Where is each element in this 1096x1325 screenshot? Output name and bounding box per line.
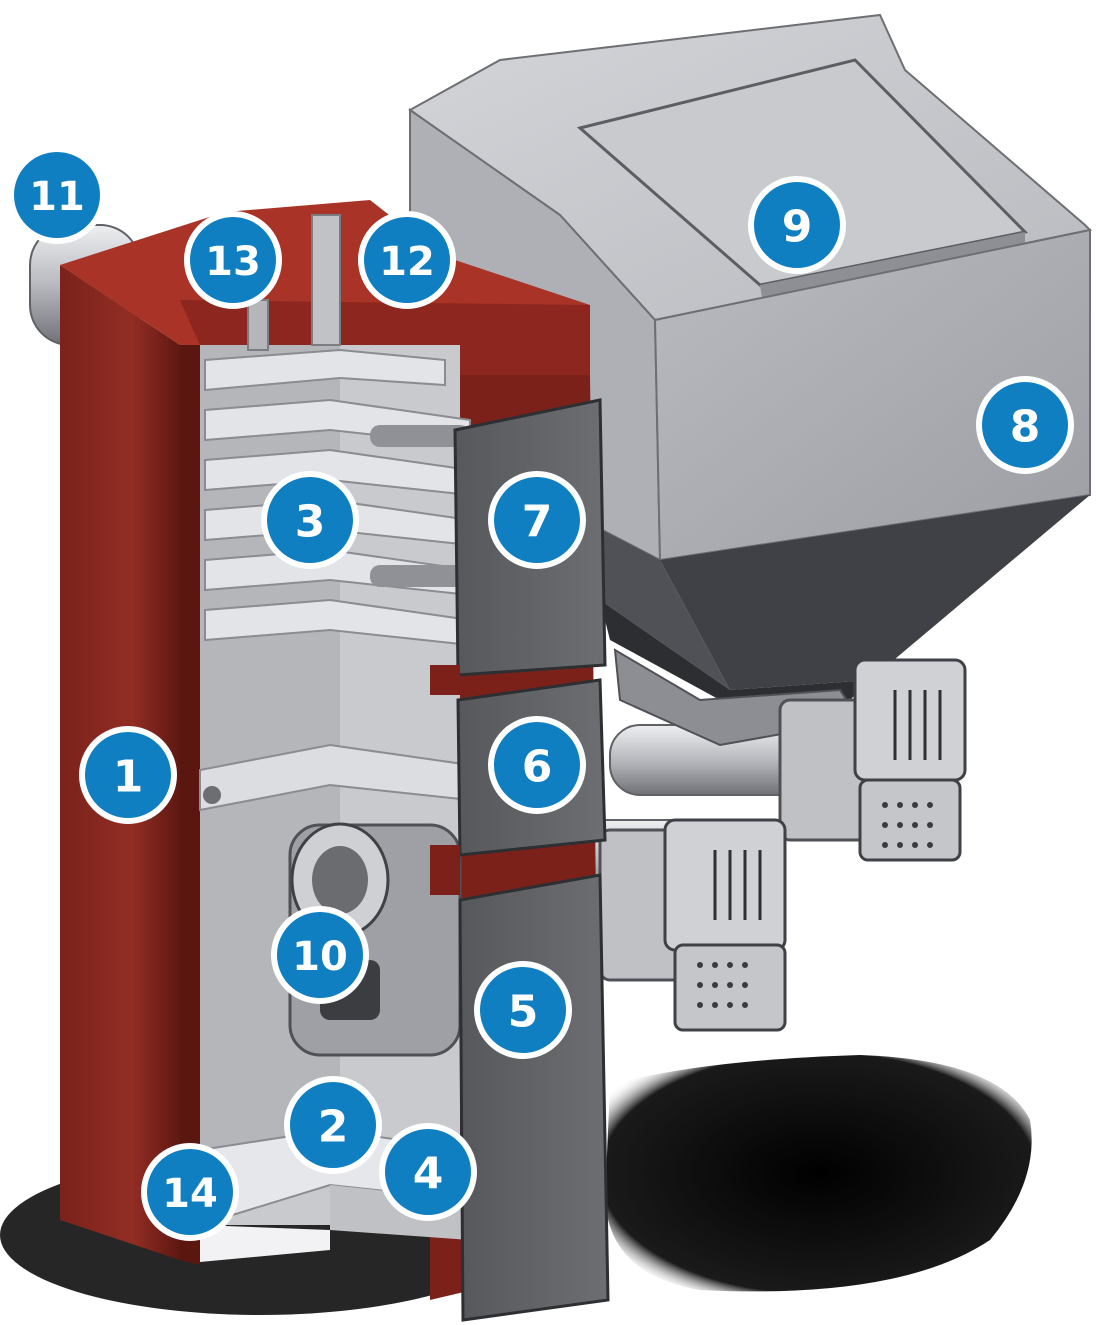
callout-marker-circle bbox=[474, 961, 572, 1059]
callout-marker-11: 11 bbox=[8, 146, 106, 244]
callout-marker-circle bbox=[79, 726, 177, 824]
callout-marker-circle bbox=[8, 146, 106, 244]
callout-marker-circle bbox=[358, 211, 456, 309]
callout-marker-label: 3 bbox=[295, 497, 326, 548]
callout-marker-5: 5 bbox=[474, 961, 572, 1059]
callout-marker-circle bbox=[284, 1076, 382, 1174]
callout-marker-label: 4 bbox=[413, 1149, 444, 1200]
callout-marker-12: 12 bbox=[358, 211, 456, 309]
callout-marker-label: 12 bbox=[379, 239, 435, 285]
callout-marker-label: 8 bbox=[1010, 402, 1041, 453]
callout-marker-10: 10 bbox=[271, 906, 369, 1004]
callout-marker-label: 10 bbox=[292, 934, 348, 980]
door-panel-lower bbox=[458, 873, 610, 1322]
callout-marker-circle bbox=[141, 1143, 239, 1241]
callout-marker-4: 4 bbox=[379, 1123, 477, 1221]
callout-marker-label: 6 bbox=[522, 742, 553, 793]
callout-marker-label: 7 bbox=[522, 497, 553, 548]
callout-marker-2: 2 bbox=[284, 1076, 382, 1174]
callout-marker-14: 14 bbox=[141, 1143, 239, 1241]
callout-marker-9: 9 bbox=[748, 176, 846, 274]
callout-marker-label: 14 bbox=[162, 1171, 218, 1217]
callout-marker-13: 13 bbox=[184, 211, 282, 309]
callout-marker-circle bbox=[379, 1123, 477, 1221]
callout-marker-circle bbox=[184, 211, 282, 309]
callout-marker-circle bbox=[261, 471, 359, 569]
callout-marker-label: 9 bbox=[782, 202, 813, 253]
callout-marker-1: 1 bbox=[79, 726, 177, 824]
callout-marker-label: 5 bbox=[508, 987, 539, 1038]
callout-marker-label: 1 bbox=[113, 752, 144, 803]
callout-marker-circle bbox=[488, 471, 586, 569]
callout-marker-label: 13 bbox=[205, 239, 261, 285]
callout-marker-circle bbox=[976, 376, 1074, 474]
callout-marker-circle bbox=[271, 906, 369, 1004]
callout-marker-7: 7 bbox=[488, 471, 586, 569]
feed-auger-assembly bbox=[559, 648, 967, 1032]
callout-marker-6: 6 bbox=[488, 716, 586, 814]
callout-marker-8: 8 bbox=[976, 376, 1074, 474]
callout-marker-circle bbox=[748, 176, 846, 274]
callout-marker-label: 2 bbox=[318, 1102, 349, 1153]
callout-marker-circle bbox=[488, 716, 586, 814]
callout-marker-3: 3 bbox=[261, 471, 359, 569]
callout-marker-label: 11 bbox=[29, 174, 85, 220]
